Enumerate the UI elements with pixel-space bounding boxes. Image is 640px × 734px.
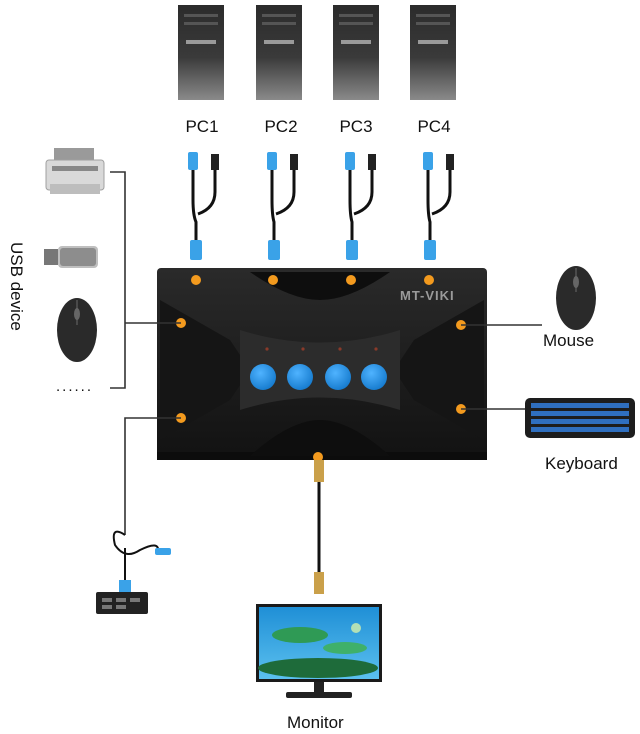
- mouse-label: Mouse: [543, 331, 595, 350]
- pc-cables: [191, 170, 452, 250]
- usb-device-label: USB device: [7, 242, 26, 331]
- usb-hub: [96, 417, 181, 614]
- pc-label-1: PC1: [185, 117, 219, 136]
- switch-buttons: [250, 347, 387, 390]
- pc-cable-1: [191, 170, 217, 250]
- pc-label-4: PC4: [417, 117, 451, 136]
- pc-tower-2: [256, 5, 302, 100]
- monitor-icon: [256, 604, 382, 698]
- pc-connectors: [188, 152, 454, 260]
- usb-mouse-icon: [57, 298, 97, 362]
- keyboard-icon: [461, 398, 635, 438]
- pc-cable-2: [270, 170, 296, 250]
- pc-label-3: PC3: [339, 117, 373, 136]
- usb-drive-icon: [44, 246, 98, 268]
- printer-icon: [45, 148, 105, 194]
- more-devices-ellipsis: ......: [56, 378, 94, 395]
- pc-tower-1: [178, 5, 224, 100]
- kvm-switch: [157, 268, 487, 462]
- switch-button-4: [361, 364, 387, 390]
- switch-button-3: [325, 364, 351, 390]
- monitor-cable: [314, 460, 324, 594]
- switch-button-2: [287, 364, 313, 390]
- keyboard-label: Keyboard: [545, 454, 618, 473]
- brand-logo-text: MT-VIKI: [400, 288, 455, 303]
- pc-tower-3: [333, 5, 379, 100]
- pc-label-2: PC2: [264, 117, 298, 136]
- monitor-label: Monitor: [287, 713, 344, 732]
- usb-bracket: [110, 171, 181, 389]
- mouse-icon: [461, 266, 596, 330]
- switch-button-1: [250, 364, 276, 390]
- pc-cable-3: [348, 170, 374, 250]
- pc-tower-4: [410, 5, 456, 100]
- port-markers: [176, 275, 466, 462]
- pc-cable-4: [426, 170, 452, 250]
